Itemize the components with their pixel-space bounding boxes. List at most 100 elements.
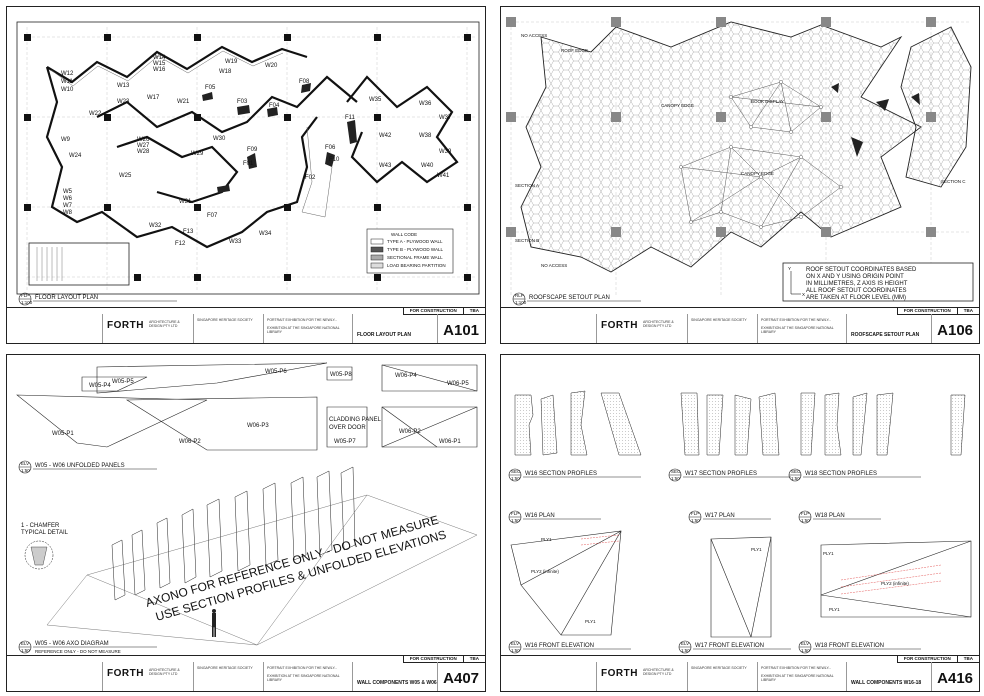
wall-label: W41 bbox=[437, 173, 450, 179]
wall-label: W21 bbox=[177, 99, 190, 105]
wall-label: W25 bbox=[119, 173, 132, 179]
wall-label: W14 bbox=[153, 55, 166, 61]
svg-text:ROOFSCAPE SETOUT PLAN: ROOFSCAPE SETOUT PLAN bbox=[529, 295, 610, 301]
wall-label: W16 bbox=[153, 67, 166, 73]
status-badge: FOR CONSTRUCTION bbox=[903, 308, 951, 313]
company-logo: FORTH bbox=[107, 668, 144, 679]
company-subtitle: ARCHITECTURE & DESIGN PTY LTD bbox=[149, 668, 180, 676]
svg-text:ELV: ELV bbox=[681, 641, 689, 646]
svg-text:Y: Y bbox=[788, 266, 791, 271]
wall-label: W27 bbox=[137, 143, 150, 149]
svg-text:1:50: 1:50 bbox=[681, 648, 690, 653]
panel-label: W06-P4 bbox=[395, 373, 417, 379]
company-subtitle: ARCHITECTURE & DESIGN PTY LTD bbox=[643, 668, 674, 676]
sheet-a407: W05-P5 W05-P6 W05-P4 W05-P1 W06-P3 W06-P… bbox=[6, 354, 486, 692]
svg-text:REFERENCE ONLY - DO NOT MEASUR: REFERENCE ONLY - DO NOT MEASURE bbox=[35, 649, 121, 654]
floor-label: F08 bbox=[299, 79, 310, 85]
project-field: PORTRAIT EXHIBITION FOR THE NEWLY... bbox=[761, 318, 832, 322]
wall-label: W8 bbox=[63, 210, 73, 216]
svg-text:W16 FRONT ELEVATION: W16 FRONT ELEVATION bbox=[525, 643, 594, 649]
wall-label: W23 bbox=[117, 99, 130, 105]
svg-text:W18 FRONT ELEVATION: W18 FRONT ELEVATION bbox=[815, 643, 884, 649]
svg-text:ROOF SETOUT COORDINATES BASED: ROOF SETOUT COORDINATES BASED bbox=[806, 267, 917, 273]
company-logo: FORTH bbox=[601, 320, 638, 331]
status-bar: FOR CONSTRUCTION TBA bbox=[402, 308, 485, 315]
wall-label: W35 bbox=[369, 97, 382, 103]
book-display-label: BOOK DISPLAY bbox=[751, 99, 784, 104]
svg-text:ALL ROOF SETOUT COORDINATES: ALL ROOF SETOUT COORDINATES bbox=[806, 288, 906, 294]
ply-label: PLY1 bbox=[823, 551, 834, 556]
section-profiles bbox=[514, 390, 966, 456]
revision-badge: TBA bbox=[956, 308, 979, 314]
svg-text:FLP: FLP bbox=[801, 511, 809, 516]
floor-label: F02 bbox=[305, 175, 316, 181]
panel-label: W05-P8 bbox=[330, 372, 352, 378]
company-logo: FORTH bbox=[107, 320, 144, 331]
svg-text:1:50: 1:50 bbox=[801, 648, 810, 653]
unfolded-panels bbox=[16, 362, 478, 451]
svg-text:W05 - W06 AXO DIAGRAM: W05 - W06 AXO DIAGRAM bbox=[35, 641, 109, 647]
svg-text:W16 SECTION PROFILES: W16 SECTION PROFILES bbox=[525, 471, 597, 477]
plan-references: FLP 1:50 W16 PLAN FLP 1:50 W17 PLAN FLP … bbox=[508, 510, 881, 524]
wall-label: W37 bbox=[439, 115, 452, 121]
wall-label: W30 bbox=[213, 136, 226, 142]
company-subtitle: ARCHITECTURE & DESIGN PTY LTD bbox=[149, 320, 180, 328]
project-field: PORTRAIT EXHIBITION FOR THE NEWLY... bbox=[761, 666, 832, 670]
wall-label: W5 bbox=[63, 189, 73, 195]
svg-text:W17 SECTION PROFILES: W17 SECTION PROFILES bbox=[685, 471, 757, 477]
wall-label: W24 bbox=[69, 153, 82, 159]
sheet-a101: W12 W11 W10 W13 W14 W15 W16 W17 W18 W19 … bbox=[6, 6, 486, 344]
wall-label: W38 bbox=[419, 133, 432, 139]
client-field: SINGAPORE HERITAGE SOCIETY bbox=[197, 666, 253, 670]
floor-label: F06 bbox=[325, 145, 336, 151]
wall-label: W43 bbox=[379, 163, 392, 169]
floor-label: F05 bbox=[205, 85, 216, 91]
floor-label: F09 bbox=[247, 147, 258, 153]
svg-text:W16 PLAN: W16 PLAN bbox=[525, 513, 555, 519]
svg-text:SEC: SEC bbox=[511, 469, 521, 474]
svg-text:1:50: 1:50 bbox=[21, 648, 30, 653]
panel-label: W06-P5 bbox=[447, 381, 469, 387]
panel-label: W06-P1 bbox=[439, 439, 461, 445]
revision-badge: TBA bbox=[956, 656, 979, 662]
location-field: EXHIBITION AT THE SINGAPORE NATIONAL LIB… bbox=[267, 674, 340, 682]
svg-text:ARE TAKEN AT FLOOR LEVEL (MM): ARE TAKEN AT FLOOR LEVEL (MM) bbox=[806, 295, 906, 301]
panel-label: W06-P2 bbox=[399, 429, 421, 435]
panel-label: W06-P2 bbox=[179, 439, 201, 445]
svg-text:ELV: ELV bbox=[21, 641, 29, 646]
axo-reference: ELV 1:50 W05 - W06 AXO DIAGRAM REFERENCE… bbox=[18, 640, 157, 654]
wall-label: W17 bbox=[147, 95, 160, 101]
floor-label: F13 bbox=[183, 229, 194, 235]
client-field: SINGAPORE HERITAGE SOCIETY bbox=[691, 666, 747, 670]
ply-label: PLY2 (infinite) bbox=[881, 581, 909, 586]
svg-text:1:50: 1:50 bbox=[511, 476, 520, 481]
svg-text:TYPE B - PLYWOOD WALL: TYPE B - PLYWOOD WALL bbox=[387, 247, 444, 252]
title-block: FOR CONSTRUCTION TBA FORTH ARCHITECTURE … bbox=[7, 307, 485, 343]
no-access-label: NO ACCESS bbox=[521, 33, 547, 38]
canopy-edge-label: CANOPY EDGE bbox=[661, 103, 694, 108]
company-logo: FORTH bbox=[601, 668, 638, 679]
status-badge: FOR CONSTRUCTION bbox=[409, 308, 457, 313]
wall-label: W19 bbox=[225, 59, 238, 65]
svg-text:ELV: ELV bbox=[21, 461, 29, 466]
cladding-label: OVER DOOR bbox=[329, 425, 366, 431]
panel-label: W05-P5 bbox=[112, 379, 134, 385]
svg-text:1 - CHAMFER: 1 - CHAMFER bbox=[21, 523, 60, 529]
svg-text:ON X AND Y USING ORIGIN POINT: ON X AND Y USING ORIGIN POINT bbox=[806, 274, 904, 280]
floor-label: F10 bbox=[329, 157, 340, 163]
wall-components-w05-w06-drawing: W05-P5 W05-P6 W05-P4 W05-P1 W06-P3 W06-P… bbox=[16, 362, 478, 654]
chamfer-detail: 1 - CHAMFER TYPICAL DETAIL bbox=[21, 523, 69, 570]
floor-label: F01 bbox=[243, 161, 254, 167]
revision-badge: TBA bbox=[462, 656, 485, 662]
svg-text:W18 SECTION PROFILES: W18 SECTION PROFILES bbox=[805, 471, 877, 477]
svg-text:TYPE A - PLYWOOD WALL: TYPE A - PLYWOOD WALL bbox=[387, 239, 443, 244]
drawing-reference: RLP 1:100 ROOFSCAPE SETOUT PLAN bbox=[512, 292, 641, 306]
wall-label: W33 bbox=[229, 239, 242, 245]
svg-text:IN MILLIMETRES, Z AXIS IS HEIG: IN MILLIMETRES, Z AXIS IS HEIGHT bbox=[806, 281, 908, 287]
svg-text:1:100: 1:100 bbox=[515, 300, 527, 305]
svg-text:FLOOR LAYOUT PLAN: FLOOR LAYOUT PLAN bbox=[35, 295, 98, 301]
svg-text:1:50: 1:50 bbox=[21, 468, 30, 473]
front-elevations bbox=[510, 530, 972, 638]
wall-label: W22 bbox=[89, 111, 102, 117]
svg-text:1:50: 1:50 bbox=[691, 518, 700, 523]
